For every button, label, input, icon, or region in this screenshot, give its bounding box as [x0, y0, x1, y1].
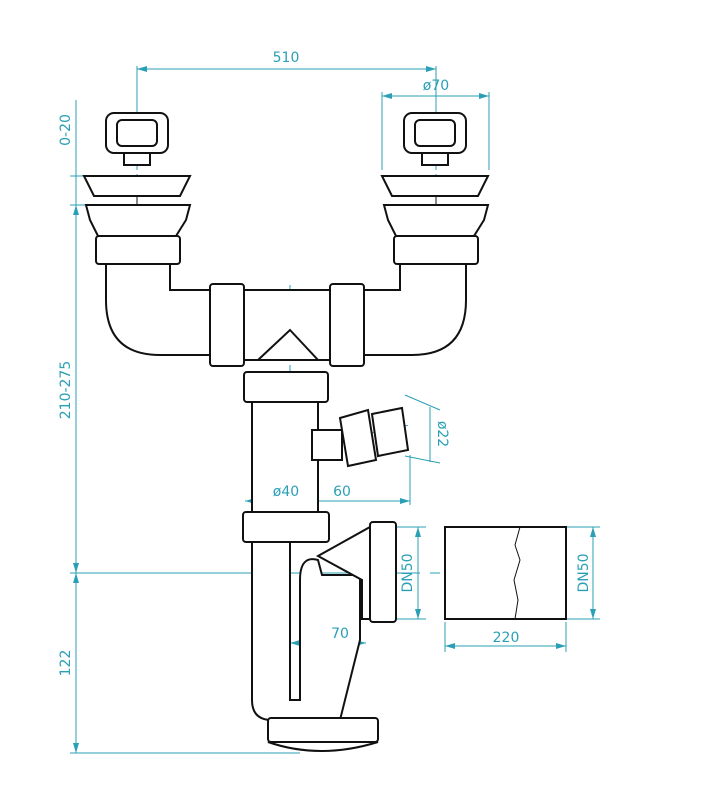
pipe-assembly [105, 263, 567, 752]
dimension-labels: 510 ø70 0-20 210-275 122 ø40 60 ø22 70 D… [58, 50, 592, 676]
overall-width-label: 510 [273, 50, 300, 66]
height-range-label: 210-275 [58, 361, 74, 420]
left-strainer [82, 112, 192, 265]
trap-offset-label: 70 [331, 626, 349, 642]
outlet-size-right-label: DN50 [576, 553, 592, 592]
right-strainer [380, 112, 490, 265]
strainer-diameter-label: ø70 [423, 78, 449, 94]
pipe-length-label: 220 [493, 630, 520, 646]
hose-offset-label: 60 [333, 484, 351, 500]
pipe-diameter-label: ø40 [273, 484, 299, 500]
hose-diameter-label: ø22 [434, 421, 450, 447]
top-adjust-label: 0-20 [58, 114, 74, 146]
bottom-height-label: 122 [58, 650, 74, 677]
outlet-size-left-label: DN50 [400, 553, 416, 592]
